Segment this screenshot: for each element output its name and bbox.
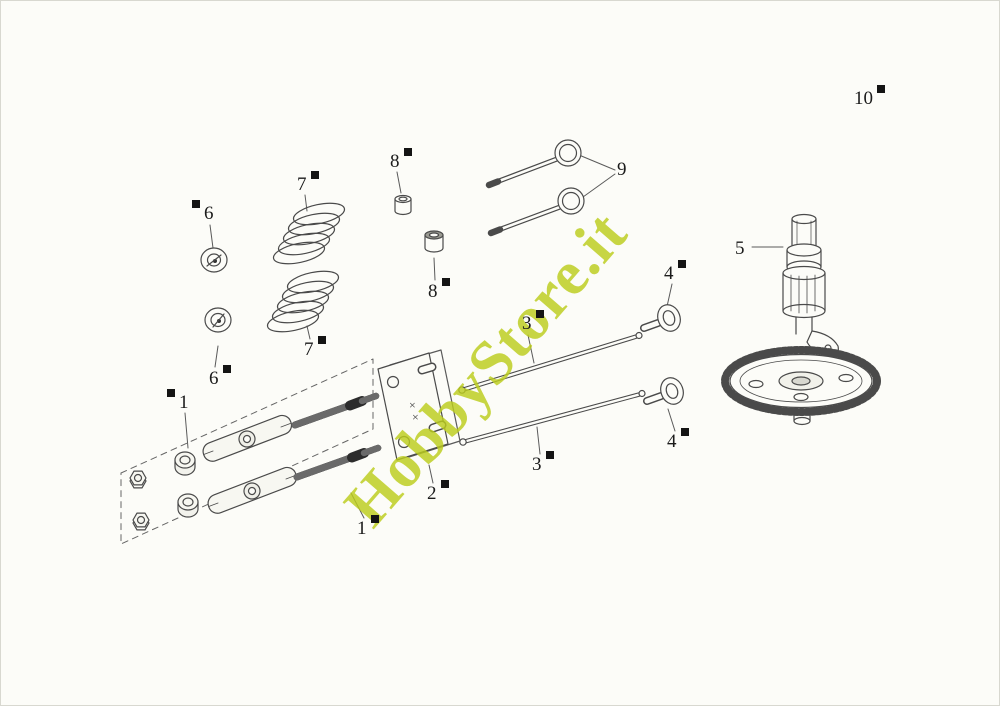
callout-number: 1 bbox=[357, 518, 367, 539]
callout-marker-icon bbox=[441, 278, 450, 286]
valve-lifter-bottom bbox=[643, 377, 684, 405]
valve-seal-bottom bbox=[424, 230, 444, 253]
push-rod-top bbox=[458, 331, 643, 394]
callout-10: 10 bbox=[854, 85, 885, 109]
push-rod-bottom bbox=[459, 389, 646, 446]
valve-seal-top bbox=[394, 194, 412, 216]
callout-marker-icon bbox=[192, 200, 200, 208]
spring-retainer-bottom bbox=[204, 307, 232, 333]
intake-valve bbox=[485, 139, 582, 189]
callout-number: 1 bbox=[179, 392, 189, 413]
camshaft-assembly bbox=[721, 213, 881, 426]
adjusting-nut-2 bbox=[177, 493, 199, 518]
rocker-arm-2 bbox=[207, 466, 298, 514]
callout-number: 6 bbox=[209, 368, 219, 389]
callout-number: 8 bbox=[390, 151, 400, 172]
plate-mark: × bbox=[412, 410, 419, 424]
leader-lines bbox=[184, 154, 784, 519]
rocker-assembly bbox=[120, 358, 382, 545]
exhaust-valve bbox=[487, 187, 585, 237]
plate-mark: × bbox=[409, 398, 416, 412]
callout-4-bottom: 4 bbox=[667, 428, 689, 452]
callout-number: 3 bbox=[522, 313, 532, 334]
callout-marker-icon bbox=[677, 260, 686, 268]
callout-marker-icon bbox=[545, 451, 554, 459]
callout-6-top: 6 bbox=[192, 200, 214, 224]
callout-7-bottom: 7 bbox=[304, 336, 326, 360]
callout-marker-icon bbox=[877, 85, 885, 93]
camshaft-gear bbox=[721, 346, 881, 426]
spring-retainer-top bbox=[200, 247, 228, 273]
callout-number: 4 bbox=[664, 263, 674, 284]
callout-marker-icon bbox=[222, 365, 231, 373]
callout-marker-icon bbox=[317, 336, 326, 344]
valve-spring-top bbox=[272, 202, 346, 265]
callout-marker-icon bbox=[310, 171, 319, 179]
hex-nut-2 bbox=[132, 512, 150, 531]
callout-marker-icon bbox=[403, 148, 412, 156]
rocker-stud-1 bbox=[291, 392, 380, 429]
callout-number: 9 bbox=[617, 159, 627, 180]
valve-spring-bottom bbox=[266, 270, 340, 333]
callout-marker-icon bbox=[167, 389, 175, 397]
guide-plate-group: × × bbox=[377, 349, 461, 461]
callout-number: 7 bbox=[297, 174, 307, 195]
callout-6-bottom: 6 bbox=[209, 365, 231, 389]
callout-number: 10 bbox=[854, 88, 873, 109]
callout-marker-icon bbox=[440, 480, 449, 488]
valve-lifter-top bbox=[640, 304, 681, 332]
callout-7-top: 7 bbox=[297, 171, 319, 195]
callout-9: 9 bbox=[617, 160, 627, 179]
callout-3-bottom: 3 bbox=[532, 451, 554, 475]
adjusting-nut-1 bbox=[174, 451, 196, 476]
callout-number: 6 bbox=[204, 203, 214, 224]
callout-2: 2 bbox=[427, 480, 449, 504]
rocker-stud-2 bbox=[293, 444, 382, 481]
callout-8-bottom: 8 bbox=[428, 278, 450, 302]
callout-marker-icon bbox=[535, 310, 544, 318]
callout-number: 3 bbox=[532, 454, 542, 475]
callout-number: 7 bbox=[304, 339, 314, 360]
callout-number: 8 bbox=[428, 281, 438, 302]
callout-marker-icon bbox=[680, 428, 689, 436]
hex-nut-1 bbox=[129, 470, 147, 489]
callout-8-top: 8 bbox=[390, 148, 412, 172]
callout-number: 4 bbox=[667, 431, 677, 452]
callout-number: 5 bbox=[735, 238, 745, 259]
callout-1-bottom: 1 bbox=[357, 515, 379, 539]
callout-5: 5 bbox=[735, 239, 745, 258]
callout-number: 2 bbox=[427, 483, 437, 504]
callout-3-top: 3 bbox=[522, 310, 544, 334]
rocker-arm-1 bbox=[202, 414, 293, 462]
callout-marker-icon bbox=[370, 515, 379, 523]
callout-1-top: 1 bbox=[167, 389, 189, 413]
callout-4-top: 4 bbox=[664, 260, 686, 284]
